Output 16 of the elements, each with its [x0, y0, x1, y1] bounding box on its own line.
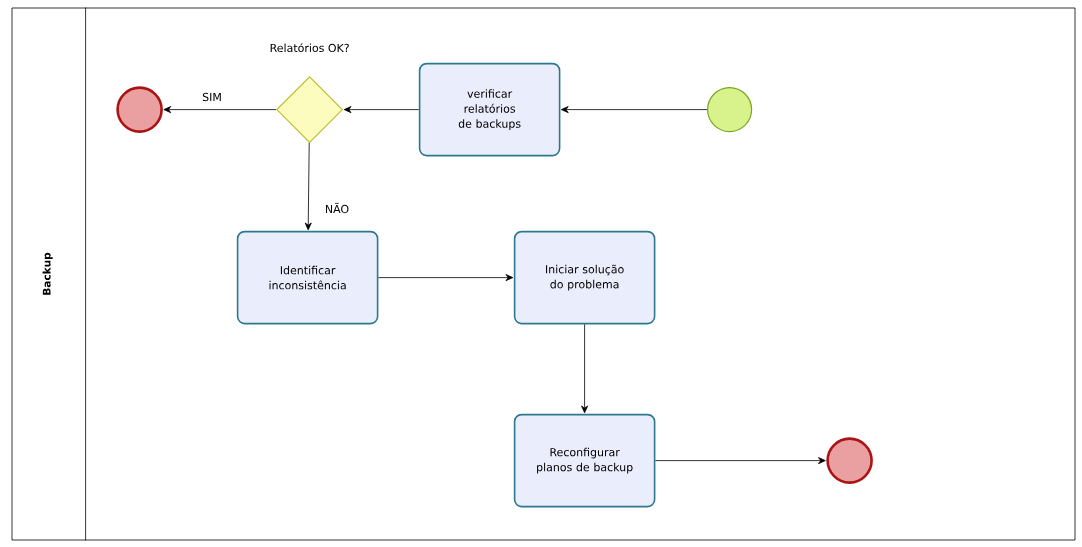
- arrow: [655, 457, 826, 465]
- task-box: Reconfigurar planos de backup: [513, 413, 656, 508]
- edge-label: SIM: [201, 91, 223, 103]
- task-box: verificar relatórios de backups: [418, 62, 561, 157]
- arrow: [304, 142, 312, 231]
- arrow: [581, 324, 589, 414]
- end-event-circle: [116, 86, 163, 133]
- arrow: [163, 106, 277, 114]
- task-box: Iniciar solução do problema: [513, 230, 656, 325]
- node-label: Relatórios OK?: [270, 43, 349, 53]
- task-box: Identificar inconsistência: [236, 230, 379, 325]
- arrow: [378, 274, 514, 282]
- arrow: [343, 106, 420, 114]
- arrow: [561, 106, 708, 114]
- end-event-circle: [826, 437, 873, 484]
- start-event-circle: [707, 87, 753, 133]
